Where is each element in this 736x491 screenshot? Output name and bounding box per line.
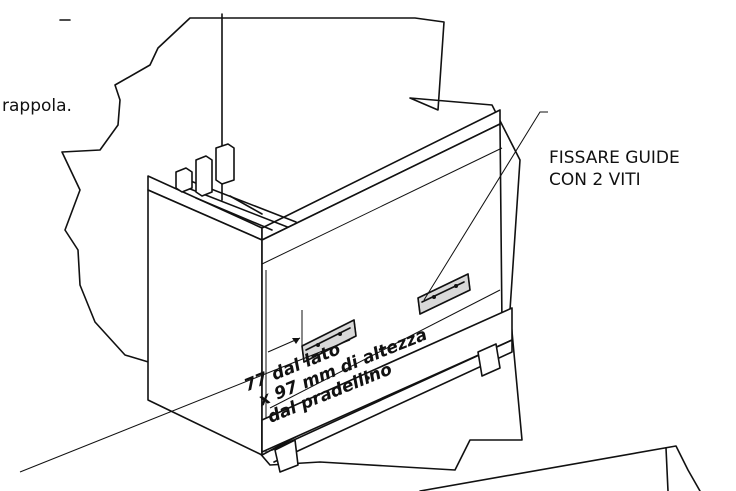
leader-line-right <box>423 111 548 301</box>
plinth-lower <box>271 339 513 463</box>
guide-bracket-left <box>301 319 357 363</box>
guide-bracket-right <box>417 273 471 315</box>
callout-line-1: FISSARE GUIDE <box>549 148 680 168</box>
right-face-line-1 <box>261 147 503 265</box>
bottom-right-shape-inner <box>665 447 669 491</box>
callout-line-2: CON 2 VITI <box>549 170 641 190</box>
inner-clip-2 <box>195 155 213 197</box>
plinth-foot-right <box>477 343 501 377</box>
bottom-right-shape <box>419 445 701 491</box>
fragment-label: rappola. <box>2 96 72 116</box>
leader-line-left <box>19 339 351 473</box>
inner-clip-3 <box>215 143 235 185</box>
inner-clip-1 <box>175 167 193 193</box>
plinth-foot-left <box>274 439 299 473</box>
face-dot <box>366 376 370 380</box>
dimension-arrow-head <box>292 338 300 344</box>
inner-rail-3 <box>195 197 273 231</box>
right-face-line-3 <box>269 289 501 409</box>
